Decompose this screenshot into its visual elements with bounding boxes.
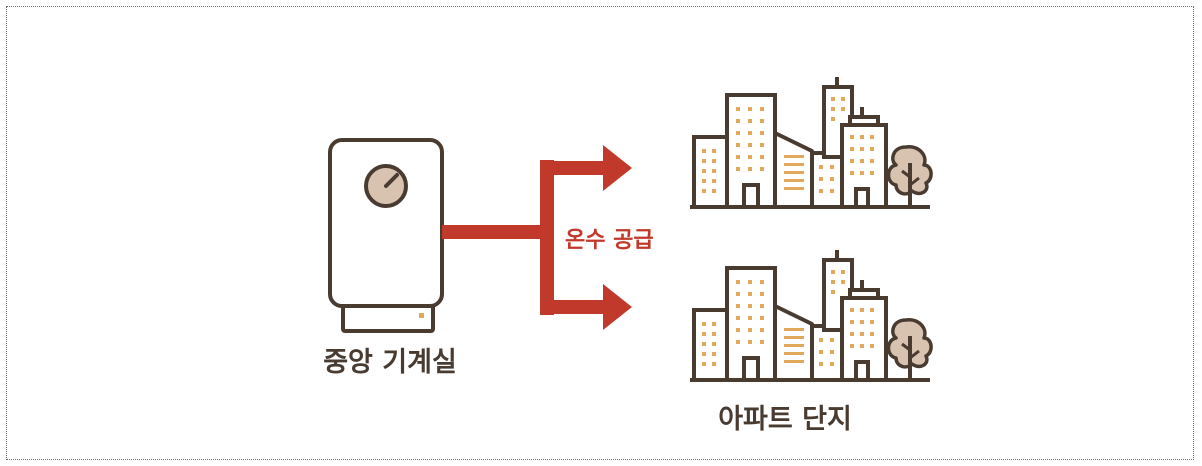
supply-arrows-icon <box>442 145 632 330</box>
city-buildings-icon-bottom <box>688 248 934 382</box>
diagram-frame <box>6 6 1194 460</box>
boiler-room-label: 중앙 기계실 <box>323 347 457 378</box>
apartment-complex-label: 아파트 단지 <box>718 404 852 435</box>
boiler-icon <box>328 138 444 333</box>
hot-water-supply-label: 온수 공급 <box>565 228 654 253</box>
gauge-icon <box>364 164 408 208</box>
city-buildings-icon-top <box>688 75 934 209</box>
